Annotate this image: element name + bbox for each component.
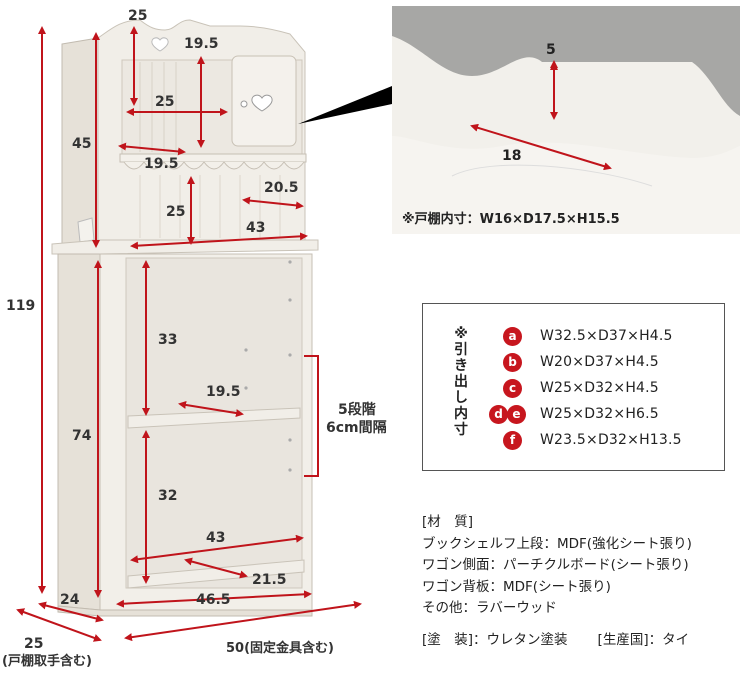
shelf-steps-line2: 6cm間隔 xyxy=(326,420,387,436)
dim-niche-width: 43 xyxy=(246,220,265,236)
badge-e: e xyxy=(507,404,526,424)
spec-title-char: 引 xyxy=(454,342,468,358)
dim-inner-width-lower: 43 xyxy=(206,530,225,546)
badge-a: a xyxy=(503,326,522,346)
badge-c: c xyxy=(503,378,522,398)
dim-inner-depth-lower: 21.5 xyxy=(252,572,287,588)
spec-title-vertical: ※ 引 き 出 し 内 寸 xyxy=(453,326,469,438)
drawer-spec-box: ※ 引 き 出 し 内 寸 a W32.5×D37×H4.5 b W20×D37… xyxy=(422,303,725,471)
dim-width-total: 50(固定金具含む) xyxy=(226,640,334,656)
dim-depth-total-note: (戸棚取手含む) xyxy=(2,653,92,669)
badge-f: f xyxy=(503,430,522,450)
photo-dim-height: 5 xyxy=(546,42,556,58)
dim-top-width: 25 xyxy=(128,8,147,24)
materials-line: その他：ラバーウッド xyxy=(422,600,557,616)
spec-value: W25×D32×H4.5 xyxy=(540,380,659,396)
badge-b: b xyxy=(503,352,522,372)
dim-cabinet-upper: 33 xyxy=(158,332,177,348)
dim-drawer-width: 19.5 xyxy=(144,156,179,172)
spec-title-char: 出 xyxy=(454,374,468,390)
dim-drawer-depth-upper: 25 xyxy=(155,94,174,110)
photo-dim-depth: 18 xyxy=(502,148,521,164)
paint-info: [塗 装]：ウレタン塗装 xyxy=(422,632,568,648)
spec-row-b: b W20×D37×H4.5 xyxy=(499,351,659,373)
origin-info: [生産国]：タイ xyxy=(597,632,690,648)
dim-depth-base: 24 xyxy=(60,592,80,608)
spec-row-f: f W23.5×D32×H13.5 xyxy=(499,429,682,451)
spec-title-char: 内 xyxy=(454,406,468,422)
dim-width-base: 46.5 xyxy=(196,592,231,608)
spec-title-char: き xyxy=(454,358,468,374)
dim-total-height: 119 xyxy=(6,298,35,314)
spec-value: W32.5×D37×H4.5 xyxy=(540,328,673,344)
spec-title-char: 寸 xyxy=(454,422,468,438)
cabinet-interior-note: ※戸棚内寸：W16×D17.5×H15.5 xyxy=(402,212,620,227)
spec-row-a: a W32.5×D37×H4.5 xyxy=(499,325,673,347)
furniture-illustration xyxy=(51,19,319,617)
dim-drawer-height: 19.5 xyxy=(184,36,219,52)
spec-title-char: し xyxy=(454,390,468,406)
callout-pointer xyxy=(298,86,392,124)
spec-row-de: d e W25×D32×H6.5 xyxy=(489,403,659,425)
spec-row-c: c W25×D32×H4.5 xyxy=(499,377,659,399)
dim-upper-height: 45 xyxy=(72,136,91,152)
dim-depth-total: 25 xyxy=(24,636,43,652)
spec-title-char: ※ xyxy=(454,326,468,342)
cabinet-interior-photo: 5 18 ※戸棚内寸：W16×D17.5×H15.5 xyxy=(392,6,740,234)
badge-d: d xyxy=(489,404,508,424)
materials-block: [材 質] ブックシェルフ上段：MDF(強化シート張り) ワゴン側面：パーチクル… xyxy=(422,512,732,620)
paint-origin-line: [塗 装]：ウレタン塗装 [生産国]：タイ xyxy=(422,628,689,648)
spec-value: W20×D37×H4.5 xyxy=(540,354,659,370)
materials-line: ブックシェルフ上段：MDF(強化シート張り) xyxy=(422,535,692,552)
dimension-labels: 25 19.5 25 45 19.5 20.5 25 43 119 33 19.… xyxy=(2,8,387,669)
materials-heading: [材 質] xyxy=(422,514,474,530)
shelf-steps-line1: 5段階 xyxy=(338,401,376,418)
spec-value: W23.5×D32×H13.5 xyxy=(540,432,682,448)
dim-cabinet-lower: 32 xyxy=(158,488,177,504)
dim-niche-height: 25 xyxy=(166,204,185,220)
dim-shelf-depth: 19.5 xyxy=(206,384,241,400)
materials-line: ワゴン背板：MDF(シート張り) xyxy=(422,578,611,595)
spec-value: W25×D32×H6.5 xyxy=(540,406,659,422)
dimension-arrows xyxy=(16,26,362,642)
dim-niche-depth: 20.5 xyxy=(264,180,299,196)
dim-wagon-height: 74 xyxy=(72,428,92,444)
materials-line: ワゴン側面：パーチクルボード(シート張り) xyxy=(422,557,689,573)
